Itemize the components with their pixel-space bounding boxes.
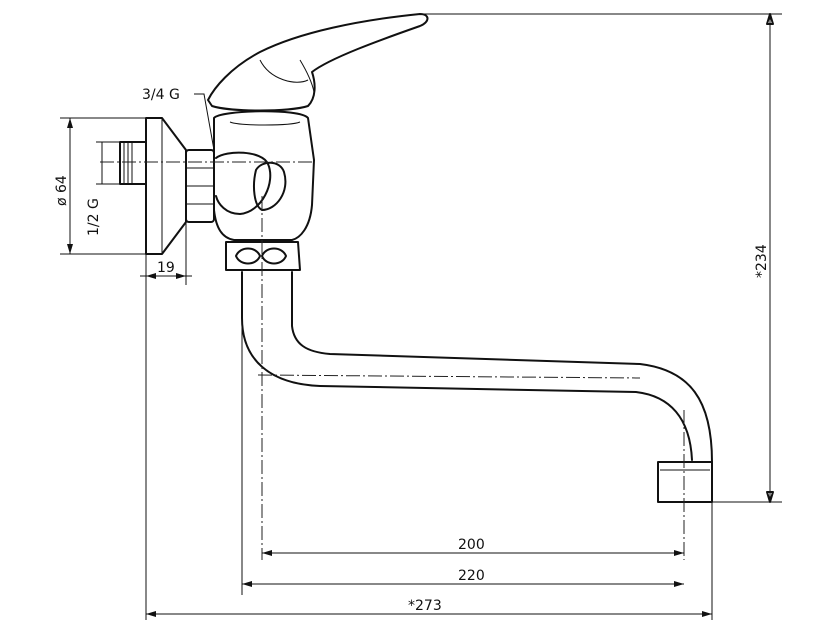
- dimension-labels: 3/4 G ø 64 1/2 G 19 *234 200 220 *273: [54, 87, 770, 614]
- outlet-thread-label: 3/4 G: [142, 87, 180, 103]
- center-lines: [100, 161, 685, 560]
- flange-depth-label: 19: [157, 260, 175, 276]
- wall-flange: [119, 117, 187, 255]
- lever-handle: [207, 13, 429, 112]
- hex-nut: [185, 149, 215, 223]
- length-total-label: *273: [408, 598, 442, 614]
- spout: [241, 271, 713, 503]
- inlet-thread-label: 1/2 G: [86, 198, 102, 236]
- spout-reach-label: 220: [458, 568, 485, 584]
- mixer-body: [213, 110, 315, 241]
- spout-projection-label: 200: [458, 537, 485, 553]
- swivel-nut: [225, 241, 301, 271]
- flange-diameter-label: ø 64: [54, 175, 70, 206]
- dimension-lines: [60, 13, 782, 620]
- height-total-label: *234: [754, 244, 770, 278]
